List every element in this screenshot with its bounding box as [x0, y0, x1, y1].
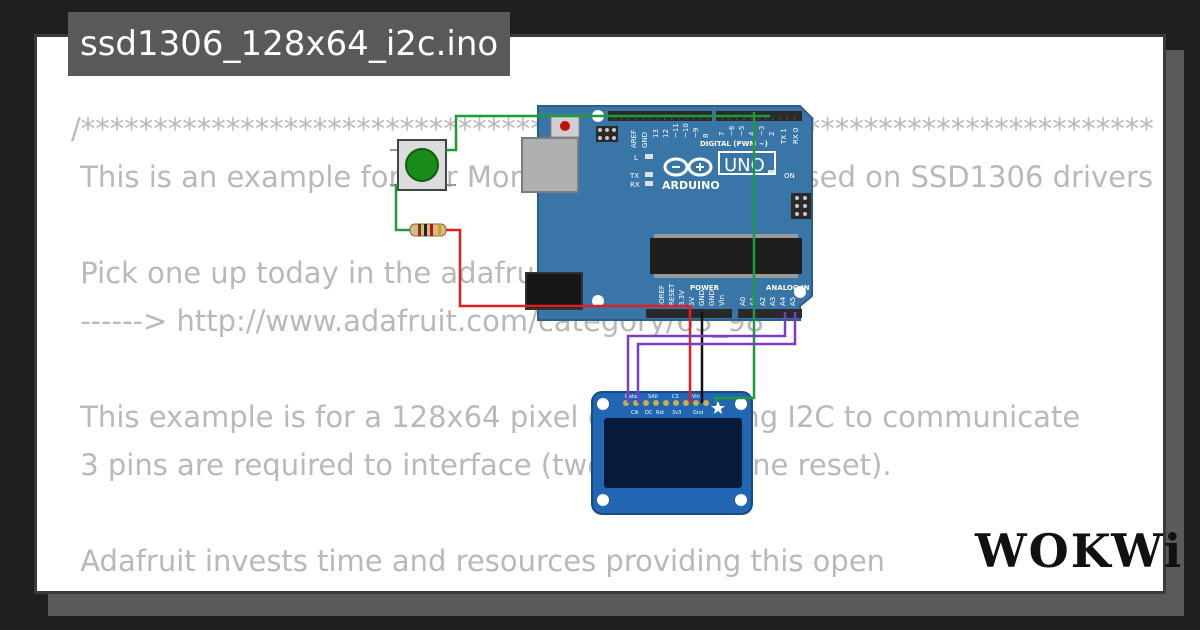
pin-label: ~10 [682, 123, 690, 138]
wires [394, 112, 797, 403]
pin-label: ~3 [758, 126, 766, 136]
arduino-brand: ARDUINO [662, 179, 720, 192]
pin-label: 7 [718, 132, 726, 136]
digital-label: DIGITAL (PWM ~) [700, 140, 768, 148]
power-label: POWER [690, 284, 720, 292]
oled-pin-label: Vin [692, 394, 700, 400]
pin-label: 4 [748, 131, 756, 136]
oled-pin-label: 3v3 [672, 410, 681, 416]
pin-label: A3 [769, 297, 777, 306]
usb-port [521, 137, 579, 193]
pin-label: 8 [702, 134, 710, 138]
oled-pin-label: CS [672, 394, 679, 400]
pin-label: IOREF [658, 285, 666, 306]
analog-label: ANALOG IN [766, 284, 810, 292]
microcontroller-chip [650, 238, 802, 274]
wokwi-logo: WOKWi [975, 524, 1184, 578]
led-label: RX [630, 181, 640, 189]
pin-label: GND [698, 290, 706, 306]
star-icon [711, 401, 725, 414]
pin-label: 12 [662, 129, 670, 138]
pin-label: TX 1 [780, 128, 788, 145]
led-label: L [634, 154, 638, 162]
pin-label: A5 [789, 297, 797, 306]
oled-pin-label: Rst [656, 410, 664, 416]
uno-label: UNO [724, 155, 765, 176]
pin-label: 3.3V [678, 290, 686, 306]
push-button[interactable] [390, 139, 456, 191]
file-title: ssd1306_128x64_i2c.ino [68, 12, 511, 76]
pin-label: ~5 [738, 126, 746, 136]
pin-label: A4 [779, 296, 787, 306]
pin-label: 5V [688, 297, 696, 306]
pin-label: A2 [759, 297, 767, 306]
pin-label: ~6 [728, 125, 736, 136]
pin-label: RX 0 [792, 128, 800, 144]
power-jack [525, 272, 583, 310]
pin-label: AREF [630, 130, 638, 148]
pin-label: 2 [768, 132, 776, 136]
arduino-infinity-icon [663, 157, 713, 177]
on-label: ON [784, 172, 795, 180]
pin-label: GND [641, 132, 649, 148]
oled-pin-label: Clk [631, 410, 639, 416]
pin-label: Vin [718, 295, 726, 306]
pin-label: RESET [668, 283, 676, 306]
pin-label: 13 [652, 129, 660, 138]
oled-display-module[interactable]: Data SA0 CS Vin Clk DC Rst 3v3 Gnd [591, 391, 753, 515]
oled-pin-label: SA0 [648, 394, 658, 400]
pin-label: ~11 [672, 123, 680, 138]
led-label: TX [629, 172, 639, 180]
oled-pin-label: Data [625, 394, 637, 400]
code-line: Adafruit invests time and resources prov… [71, 544, 886, 578]
pin-label: ~9 [692, 128, 700, 138]
pin-label: GND [708, 290, 716, 306]
oled-pin-label: DC [645, 410, 653, 416]
pin-label: A0 [739, 297, 747, 306]
oled-screen [604, 418, 742, 488]
svg-text:::::::::::::::::::::::::::: :::::::::::::::::::::::::: [612, 114, 800, 122]
oled-pin-label: Gnd [693, 410, 703, 416]
arduino-uno-board[interactable]: :::::::::::::::::::::::::: AREF GND 13 1… [521, 105, 813, 321]
